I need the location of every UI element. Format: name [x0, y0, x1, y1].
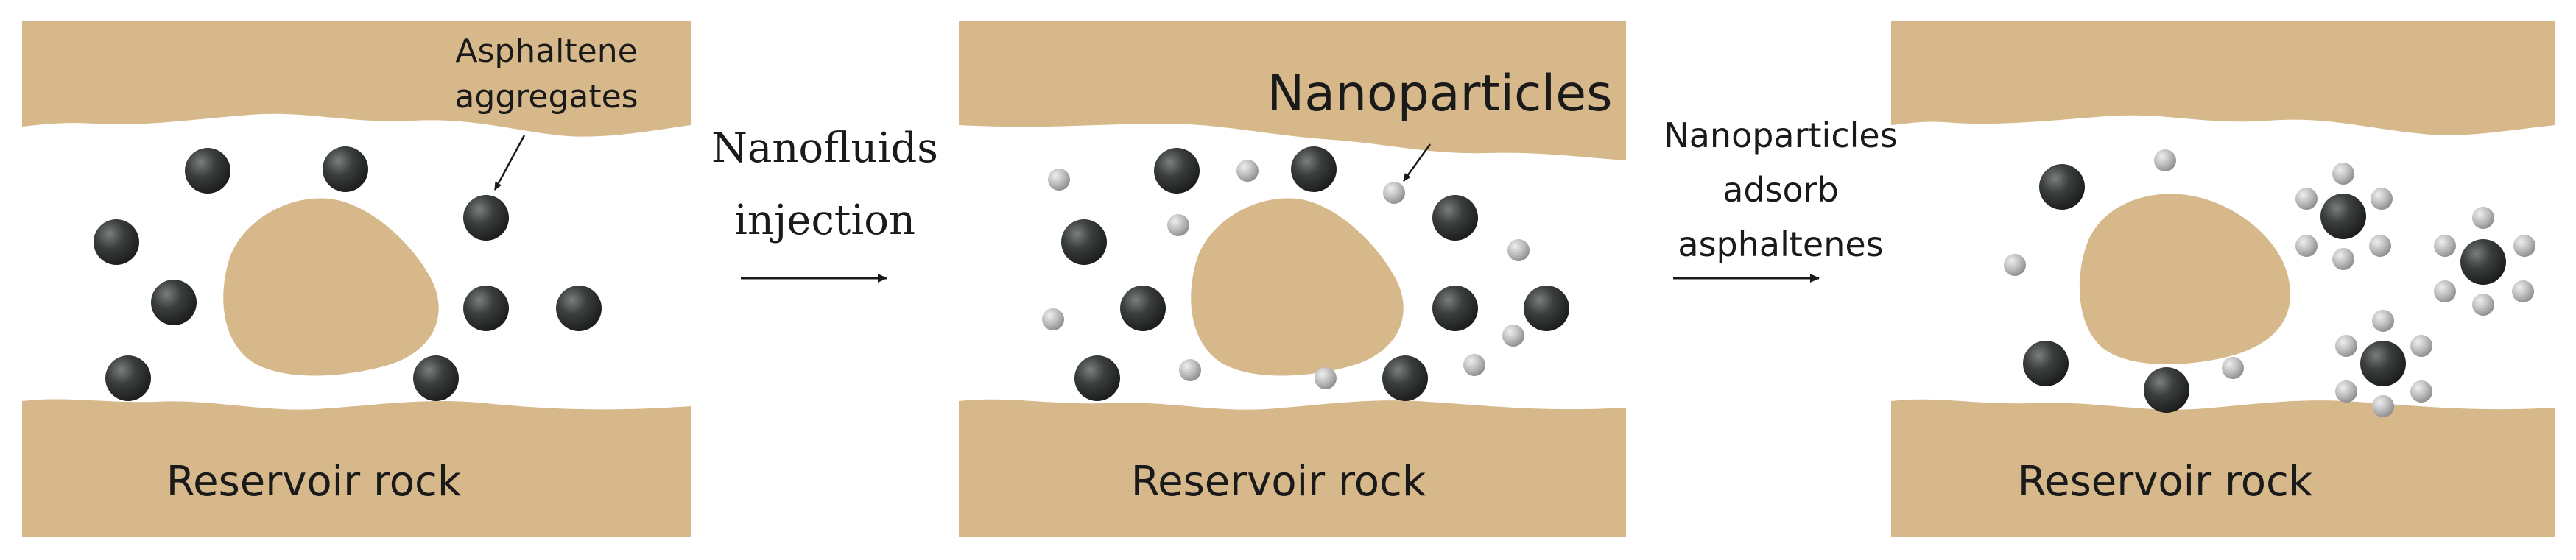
asphaltene-aggregate: [463, 286, 509, 331]
adsorbed-complex: [2335, 310, 2432, 417]
asphaltene-aggregate: [1432, 195, 1478, 241]
nanoparticle: [2154, 149, 2176, 171]
asphaltene-aggregate: [185, 148, 230, 194]
asphaltene-pointer-arrow: [493, 135, 526, 191]
upper-rock-wall: [1891, 21, 2555, 135]
arrow-label-line1: Nanoparticles: [1664, 116, 1897, 155]
nanoparticle: [2372, 395, 2394, 417]
rock-label: Reservoir rock: [1131, 458, 1426, 506]
nanoparticle: [1507, 239, 1530, 261]
nanoparticle: [2004, 254, 2026, 276]
adsorbed-complex: [2295, 163, 2393, 270]
nanoparticle: [1042, 308, 1064, 330]
asphaltene-aggregate: [1120, 286, 1166, 331]
step-arrow-adsorption: Nanoparticles adsorb asphaltenes: [1664, 116, 1898, 283]
asphaltene-aggregate: [1291, 146, 1337, 192]
rock-grain: [2079, 194, 2291, 364]
asphaltene-aggregate: [1382, 355, 1428, 401]
nanoparticle: [2335, 335, 2357, 357]
lower-rock-wall: [1891, 399, 2555, 537]
asphaltene-aggregate: [1061, 219, 1107, 265]
nanoparticle: [1502, 325, 1524, 347]
step-arrow-injection: Nanofluids injection: [711, 124, 938, 283]
nanoparticle: [2222, 357, 2244, 379]
asphaltene-aggregate: [1074, 355, 1120, 401]
nanoparticle: [1167, 214, 1189, 236]
asphaltene-aggregates: [1061, 146, 1569, 401]
nanoparticle: [2512, 280, 2534, 302]
nanoparticle: [2295, 235, 2318, 257]
asphaltene-aggregate: [323, 146, 368, 192]
asphaltene-core: [2360, 341, 2406, 386]
nanoparticle-pointer-arrow: [1402, 143, 1432, 182]
nanoparticle: [2472, 207, 2494, 229]
upper-rock-wall: [22, 21, 691, 137]
nanoparticle: [2410, 335, 2432, 357]
nanoparticle: [2371, 188, 2393, 210]
nanoparticle: [2332, 163, 2354, 185]
lower-rock-wall: [959, 399, 1626, 537]
nanoparticle: [2434, 235, 2456, 257]
asphaltene-label-line2: aggregates: [454, 78, 638, 116]
asphaltene-aggregate: [2144, 367, 2189, 413]
asphaltene-aggregate: [2039, 164, 2085, 210]
rock-label: Reservoir rock: [2018, 458, 2313, 506]
asphaltene-label-line1: Asphaltene: [455, 32, 637, 70]
nanoparticles: [1042, 160, 1530, 389]
asphaltene-core: [2460, 239, 2506, 285]
asphaltene-aggregate: [105, 355, 151, 401]
arrow-label-line2: adsorb: [1722, 170, 1839, 210]
nanoparticle: [1048, 169, 1070, 191]
nanoparticle: [2472, 294, 2494, 316]
asphaltene-aggregate: [413, 355, 459, 401]
arrow-label-line1: Nanofluids: [711, 124, 938, 172]
nanoparticle: [2335, 380, 2357, 403]
rock-grain: [1191, 198, 1404, 376]
nanoparticle: [2295, 188, 2318, 210]
nanoparticle: [2372, 310, 2394, 332]
upper-rock-wall: [959, 21, 1626, 160]
panel-before: Asphaltene aggregates Reservoir rock: [22, 21, 691, 537]
nanoparticle: [1383, 182, 1405, 204]
asphaltene-core: [2320, 194, 2366, 239]
nanoparticle: [2332, 248, 2354, 270]
lower-rock-wall: [22, 399, 691, 537]
nanoparticle: [1179, 359, 1201, 381]
nanoparticle: [2434, 280, 2456, 302]
asphaltene-aggregate: [94, 219, 139, 265]
asphaltene-aggregate: [1154, 148, 1200, 194]
nanoparticle: [2369, 235, 2391, 257]
nanoparticle: [2513, 235, 2535, 257]
asphaltene-aggregate: [151, 280, 197, 325]
rock-grain: [223, 198, 439, 376]
nanoparticle: [1315, 367, 1337, 389]
asphaltene-aggregates: [2023, 164, 2189, 413]
asphaltene-aggregates: [94, 146, 602, 401]
panel-after: Reservoir rock: [1891, 21, 2555, 537]
rock-label: Reservoir rock: [166, 458, 462, 506]
nanoparticles: [2004, 149, 2244, 379]
nanoparticle: [1236, 160, 1259, 182]
asphaltene-aggregate: [556, 286, 602, 331]
adsorbed-complex: [2434, 207, 2535, 316]
asphaltene-aggregate: [1524, 286, 1569, 331]
panel-injection: Nanoparticles Reservoir rock: [959, 21, 1626, 537]
asphaltene-aggregate: [2023, 341, 2069, 386]
nanoparticle: [1463, 354, 1485, 376]
arrow-label-line3: asphaltenes: [1678, 224, 1883, 264]
arrow-label-line2: injection: [734, 196, 915, 244]
nanoparticle: [2410, 380, 2432, 403]
asphaltene-aggregate: [463, 195, 509, 241]
asphaltene-aggregate: [1432, 286, 1478, 331]
nanoparticles-label: Nanoparticles: [1267, 65, 1612, 123]
